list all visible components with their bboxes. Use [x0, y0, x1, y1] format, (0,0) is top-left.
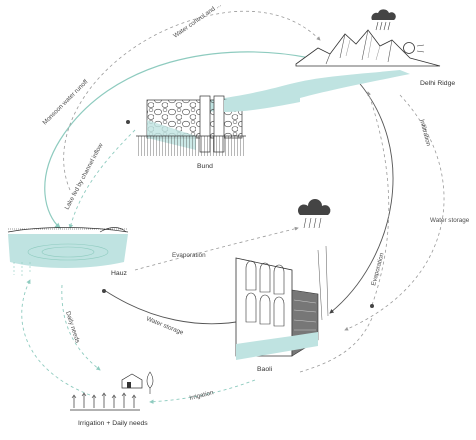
lake-fed-arrow	[68, 129, 136, 229]
delhi-ridge-illustration	[205, 9, 441, 112]
baoli-illustration	[235, 245, 329, 360]
water-storage-right-arrow	[344, 94, 445, 331]
baoli-label: Baoli	[257, 366, 273, 373]
baoli-outflow-dot	[370, 304, 374, 308]
evaporation-hauz-arrow	[134, 226, 299, 271]
monsoon-runoff-label: Monsoon water runoff	[41, 78, 89, 126]
evaporation-baoli-arrow	[367, 91, 390, 306]
delhi-ridge-label: Delhi Ridge	[420, 80, 455, 87]
irrigation-label: Irrigation	[189, 389, 215, 402]
hauz-outflow-dot	[102, 289, 106, 293]
water-control-label: Water control and ...	[172, 1, 222, 39]
irrigation-daily-label: Irrigation + Daily needs	[78, 420, 148, 427]
bund-illustration	[136, 90, 300, 156]
lake-fed-label: Lake fed by channel inflow	[64, 142, 105, 211]
infiltration-arrow	[329, 77, 394, 314]
bund-label: Bund	[197, 163, 213, 170]
baoli-return-arrow	[299, 317, 373, 373]
left-loop-arrow	[21, 279, 91, 396]
bund-outflow-dot	[126, 120, 130, 124]
water-control-arrow	[63, 10, 321, 191]
infiltration-label: Infiltration	[418, 119, 432, 148]
evaporation-baoli-label: Evaporation	[370, 252, 386, 287]
water-storage-bottom-arrow	[103, 289, 249, 325]
water-storage-bottom-label: Water storage	[145, 315, 185, 336]
hauz-label: Hauz	[111, 270, 127, 277]
rain-cloud-icon	[297, 199, 331, 229]
water-storage-right-label: Water storage	[430, 217, 470, 224]
irrigation-field-illustration	[70, 371, 154, 411]
evaporation-hauz-label: Evaporation	[172, 252, 206, 259]
hauz-illustration	[7, 227, 129, 278]
daily-needs-arrow	[61, 284, 101, 371]
irrigation-arrow	[149, 379, 256, 405]
monsoon-runoff-arrow	[44, 51, 311, 229]
